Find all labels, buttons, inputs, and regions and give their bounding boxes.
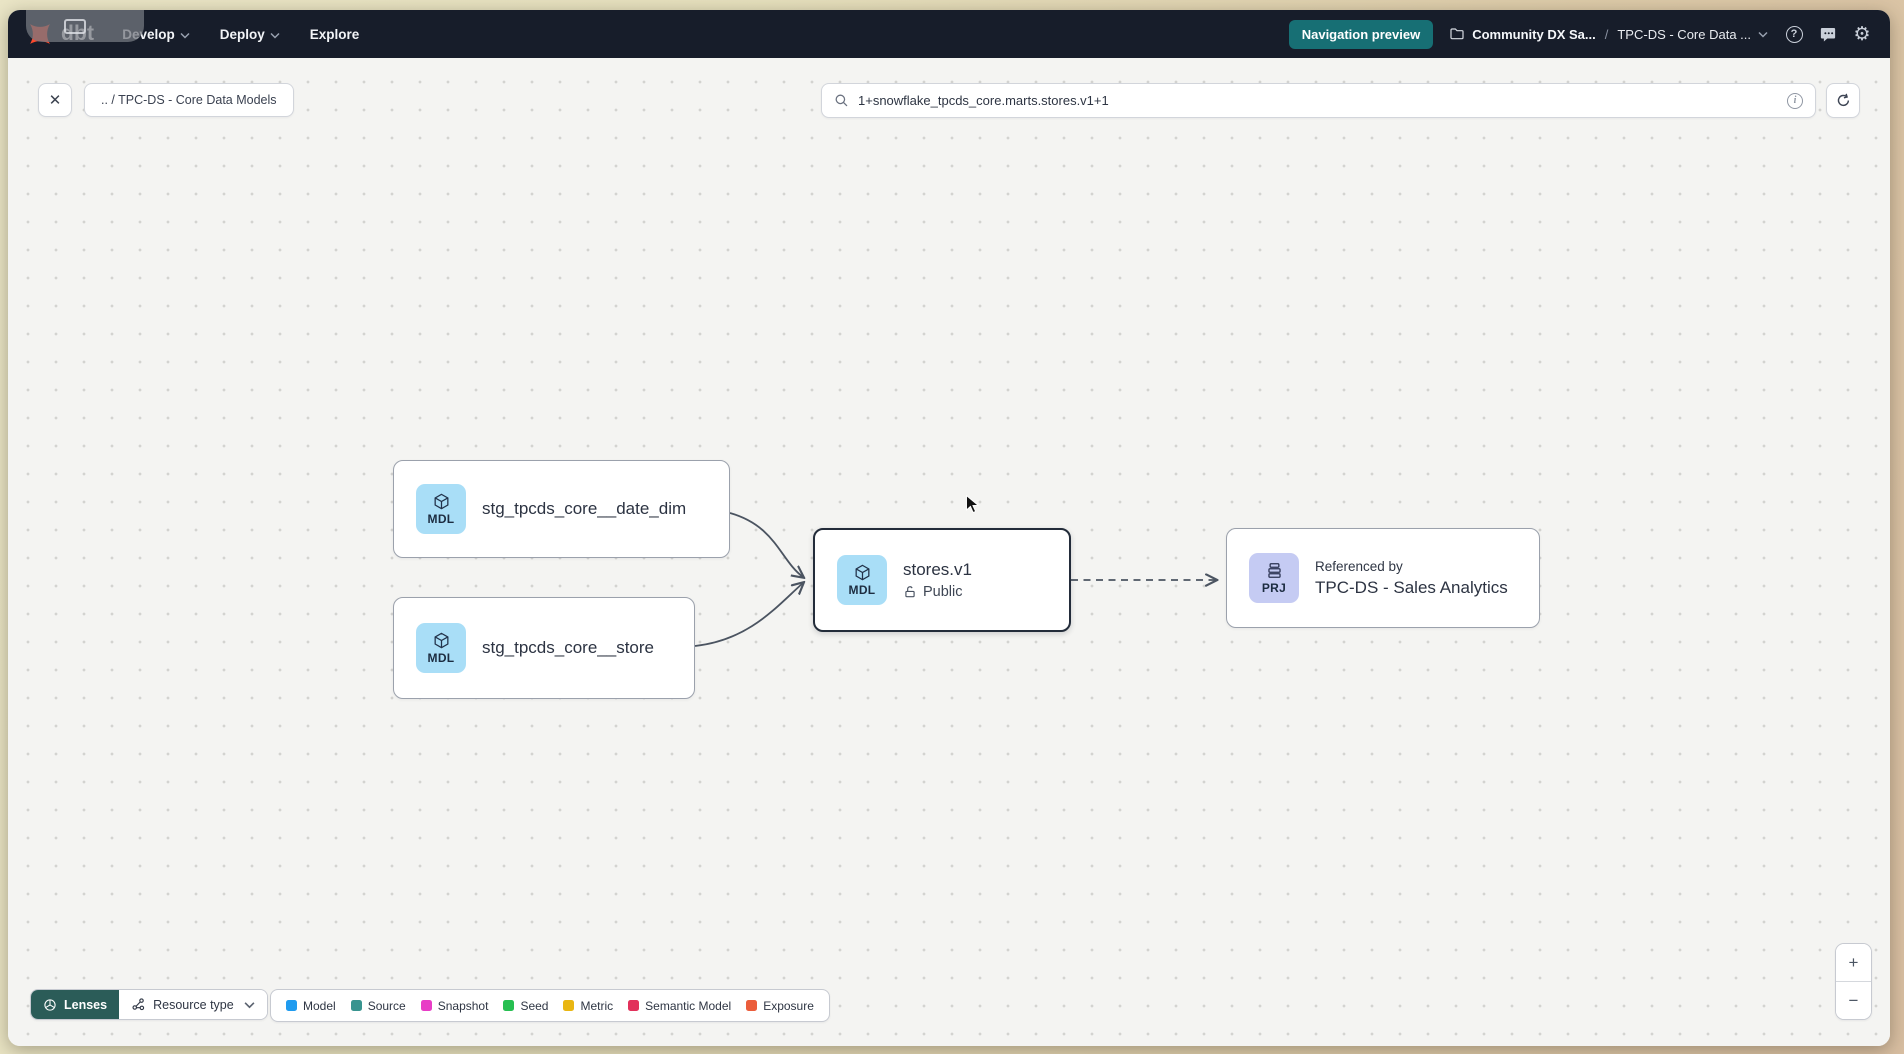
semantic-model-swatch [628,1000,640,1011]
menu-explore[interactable]: Explore [309,26,360,42]
menu-deploy[interactable]: Deploy [220,27,280,42]
lens-icon [44,998,56,1011]
edge-date-dim-to-stores [729,512,803,577]
close-icon: ✕ [48,92,62,109]
source-swatch [350,1000,362,1011]
refresh-icon [1837,93,1849,107]
folder-icon [1450,28,1464,40]
legend-item-seed: Seed [503,999,548,1013]
node-label: stg_tpcds_core__date_dim [482,499,687,518]
breadcrumb-page[interactable]: TPC-DS - Core Data ... [1617,26,1751,42]
zoom-out-button[interactable]: − [1836,982,1871,1019]
navbar-icons: ? ⚙ [1784,24,1872,44]
model-swatch [286,1000,297,1011]
lineage-breadcrumb-chip[interactable]: .. / TPC-DS - Core Data Models [84,83,294,117]
navbar-right: Navigation preview Community DX Sa... / … [1288,19,1872,49]
lenses-button[interactable]: Lenses [31,990,120,1019]
lineage-search: i [821,83,1816,118]
breadcrumb-separator: / [1604,26,1609,42]
exposure-swatch [746,1000,758,1011]
model-icon-box: MDL [837,555,887,605]
lenses-control: Lenses Resource type [30,989,268,1020]
node-stg-tpcds-core-date-dim[interactable]: MDL stg_tpcds_core__date_dim [393,460,730,558]
node-referenced-by-project[interactable]: PRJ Referenced by TPC-DS - Sales Analyti… [1226,528,1540,628]
edge-store-to-stores [694,583,803,647]
project-stack-icon [1267,563,1281,578]
legend-item-snapshot: Snapshot [420,999,488,1013]
node-label: stores.v1 [903,560,972,579]
resource-badge: MDL [427,512,455,526]
model-icon-box: MDL [416,484,466,534]
metric-swatch [563,1000,575,1011]
chevron-down-icon [244,1001,255,1008]
screen-icon [64,18,86,34]
seed-swatch [503,1000,515,1011]
plus-icon: + [1848,952,1859,972]
minus-icon: − [1848,990,1859,1010]
resource-type-dropdown[interactable]: Resource type [119,990,267,1019]
zoom-in-button[interactable]: + [1836,944,1871,982]
legend-item-metric: Metric [563,999,613,1013]
legend-item-semantic-model: Semantic Model [628,999,731,1013]
cube-icon [434,632,448,649]
cube-icon [434,493,448,510]
search-icon [835,94,848,107]
chevron-down-icon[interactable] [1758,31,1768,38]
project-icon-box: PRJ [1249,553,1299,603]
search-input[interactable] [858,93,1778,108]
referenced-by-label: Referenced by [1315,558,1403,574]
node-stores-v1[interactable]: MDL stores.v1 Public [813,528,1071,632]
screen-share-pill [26,10,144,42]
refresh-button[interactable] [1826,83,1860,118]
navigation-preview-badge[interactable]: Navigation preview [1288,19,1434,49]
legend-item-source: Source [350,999,406,1013]
node-label: stg_tpcds_core__store [482,638,654,657]
app-window: dbt Develop Deploy Explore Navigation pr… [8,10,1890,1046]
main-menu: Develop Deploy Explore [122,27,359,42]
resource-type-legend: Model Source Snapshot Seed Metric Semant… [270,989,830,1022]
graph-icon [132,998,145,1011]
help-icon[interactable]: ? [1784,24,1804,44]
resource-badge: MDL [848,583,876,597]
chevron-down-icon [180,32,190,39]
zoom-controls: + − [1835,943,1872,1020]
top-navbar: dbt Develop Deploy Explore Navigation pr… [8,10,1890,58]
project-breadcrumb[interactable]: Community DX Sa... / TPC-DS - Core Data … [1449,26,1768,42]
feedback-icon[interactable] [1818,24,1838,44]
breadcrumb-project[interactable]: Community DX Sa... [1472,26,1596,42]
model-icon-box: MDL [416,623,466,673]
cube-icon [855,564,869,581]
node-stg-tpcds-core-store[interactable]: MDL stg_tpcds_core__store [393,597,695,699]
access-level: Public [903,584,972,600]
chevron-down-icon [270,32,280,39]
node-label: TPC-DS - Sales Analytics [1315,577,1508,597]
mouse-cursor [966,495,980,514]
settings-gear-icon[interactable]: ⚙ [1853,22,1871,45]
info-icon[interactable]: i [1787,92,1803,109]
resource-badge: PRJ [1261,581,1287,595]
legend-item-exposure: Exposure [746,999,814,1013]
snapshot-swatch [420,1000,432,1011]
legend-item-model: Model [286,999,336,1013]
lineage-canvas[interactable]: ✕ .. / TPC-DS - Core Data Models i MDL s… [8,58,1890,1046]
close-lineage-button[interactable]: ✕ [38,83,72,117]
resource-badge: MDL [427,651,455,665]
lock-open-icon [905,586,915,598]
